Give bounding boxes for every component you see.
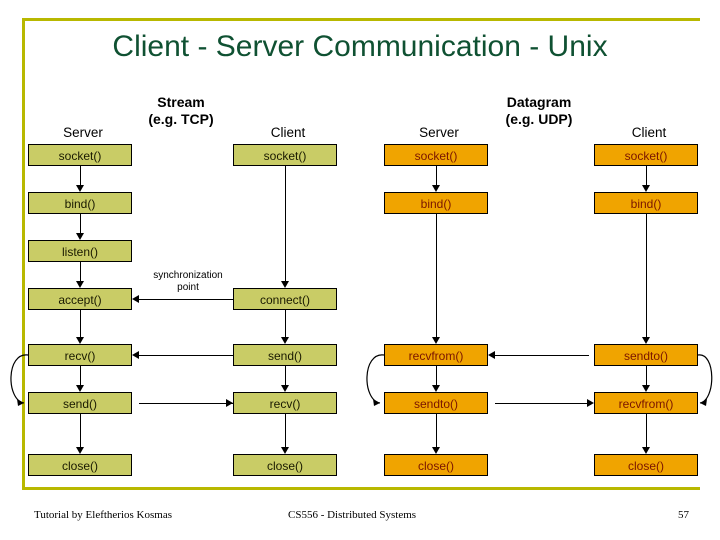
call-box-datagram-server-bind[interactable]: bind() xyxy=(384,192,488,214)
group-label-stream-line2: (e.g. TCP) xyxy=(148,111,214,127)
connector-line-stream-data-in xyxy=(139,355,233,356)
call-box-datagram-client-bind[interactable]: bind() xyxy=(594,192,698,214)
connector-arrow xyxy=(642,185,650,192)
connector-arrow xyxy=(642,447,650,454)
connector-line xyxy=(436,166,437,185)
column-header-stream-server: Server xyxy=(63,125,103,140)
connector-line xyxy=(285,166,286,281)
column-header-datagram-server: Server xyxy=(419,125,459,140)
connector-line-datagram-data-in xyxy=(495,355,589,356)
connector-arrow xyxy=(281,385,289,392)
annotation-sync-line2: point xyxy=(177,282,199,293)
annotation-sync-line1: synchronization xyxy=(153,270,223,281)
connector-arrow xyxy=(432,337,440,344)
connector-line xyxy=(285,310,286,337)
connector-line xyxy=(436,214,437,337)
connector-arrow xyxy=(76,233,84,240)
connector-line xyxy=(80,414,81,447)
connector-arrow xyxy=(432,385,440,392)
call-box-stream-server-close[interactable]: close() xyxy=(28,454,132,476)
connector-arrow xyxy=(76,281,84,288)
group-label-datagram-line2: (e.g. UDP) xyxy=(505,111,573,127)
group-label-stream-line1: Stream xyxy=(157,94,205,110)
connector-arrow-datagram-data-in xyxy=(488,351,495,359)
call-box-stream-client-send[interactable]: send() xyxy=(233,344,337,366)
connector-arrow-stream-data-in xyxy=(132,351,139,359)
connector-line xyxy=(80,366,81,385)
call-box-stream-server-recv[interactable]: recv() xyxy=(28,344,132,366)
call-box-stream-server-accept[interactable]: accept() xyxy=(28,288,132,310)
connector-line xyxy=(436,366,437,385)
connector-line xyxy=(285,366,286,385)
call-box-stream-server-socket[interactable]: socket() xyxy=(28,144,132,166)
connector-line xyxy=(80,214,81,233)
page-title: Client - Server Communication - Unix xyxy=(112,30,608,63)
connector-arrow xyxy=(642,337,650,344)
frame-accent-top xyxy=(22,18,700,21)
call-box-stream-client-connect[interactable]: connect() xyxy=(233,288,337,310)
call-box-stream-client-recv[interactable]: recv() xyxy=(233,392,337,414)
connector-line xyxy=(80,166,81,185)
frame-accent-bottom xyxy=(22,487,700,490)
connector-line xyxy=(646,366,647,385)
group-label-datagram: Datagram (e.g. UDP) xyxy=(484,94,594,128)
frame-accent-left xyxy=(22,18,25,488)
call-box-datagram-client-socket[interactable]: socket() xyxy=(594,144,698,166)
column-header-datagram-client: Client xyxy=(631,125,667,140)
call-box-stream-server-send[interactable]: send() xyxy=(28,392,132,414)
group-label-stream: Stream (e.g. TCP) xyxy=(126,94,236,128)
connector-line xyxy=(646,166,647,185)
column-header-stream-client: Client xyxy=(270,125,306,140)
call-box-stream-client-socket[interactable]: socket() xyxy=(233,144,337,166)
connector-arrow xyxy=(76,185,84,192)
group-label-datagram-line1: Datagram xyxy=(506,94,572,110)
call-box-stream-server-listen[interactable]: listen() xyxy=(28,240,132,262)
connector-arrow xyxy=(642,385,650,392)
call-box-datagram-client-recvfrom[interactable]: recvfrom() xyxy=(594,392,698,414)
connector-line xyxy=(80,262,81,281)
call-box-datagram-server-recvfrom[interactable]: recvfrom() xyxy=(384,344,488,366)
connector-arrow xyxy=(281,337,289,344)
connector-arrow xyxy=(76,385,84,392)
call-box-datagram-client-sendto[interactable]: sendto() xyxy=(594,344,698,366)
footer-page-number: 57 xyxy=(678,509,689,521)
connector-arrow-datagram-data-out xyxy=(587,399,594,407)
call-box-stream-server-bind[interactable]: bind() xyxy=(28,192,132,214)
connector-arrow xyxy=(432,447,440,454)
connector-arrow xyxy=(76,447,84,454)
connector-line-sync xyxy=(139,299,233,300)
connector-arrow xyxy=(281,281,289,288)
footer-left: Tutorial by Eleftherios Kosmas xyxy=(34,509,172,521)
connector-line xyxy=(646,214,647,337)
connector-line xyxy=(646,414,647,447)
call-box-datagram-server-close[interactable]: close() xyxy=(384,454,488,476)
connector-arrow xyxy=(76,337,84,344)
connector-line xyxy=(436,414,437,447)
connector-line-datagram-data-out xyxy=(495,403,589,404)
connector-arrow xyxy=(432,185,440,192)
connector-arrow xyxy=(281,447,289,454)
connector-line xyxy=(80,310,81,337)
connector-line-stream-data-out xyxy=(139,403,233,404)
annotation-synchronization-point: synchronization point xyxy=(138,270,238,294)
footer-center: CS556 - Distributed Systems xyxy=(288,509,417,521)
call-box-datagram-client-close[interactable]: close() xyxy=(594,454,698,476)
call-box-datagram-server-sendto[interactable]: sendto() xyxy=(384,392,488,414)
connector-line xyxy=(285,414,286,447)
call-box-datagram-server-socket[interactable]: socket() xyxy=(384,144,488,166)
call-box-stream-client-close[interactable]: close() xyxy=(233,454,337,476)
connector-arrow-stream-data-out xyxy=(226,399,233,407)
connector-arrow-sync xyxy=(132,295,139,303)
